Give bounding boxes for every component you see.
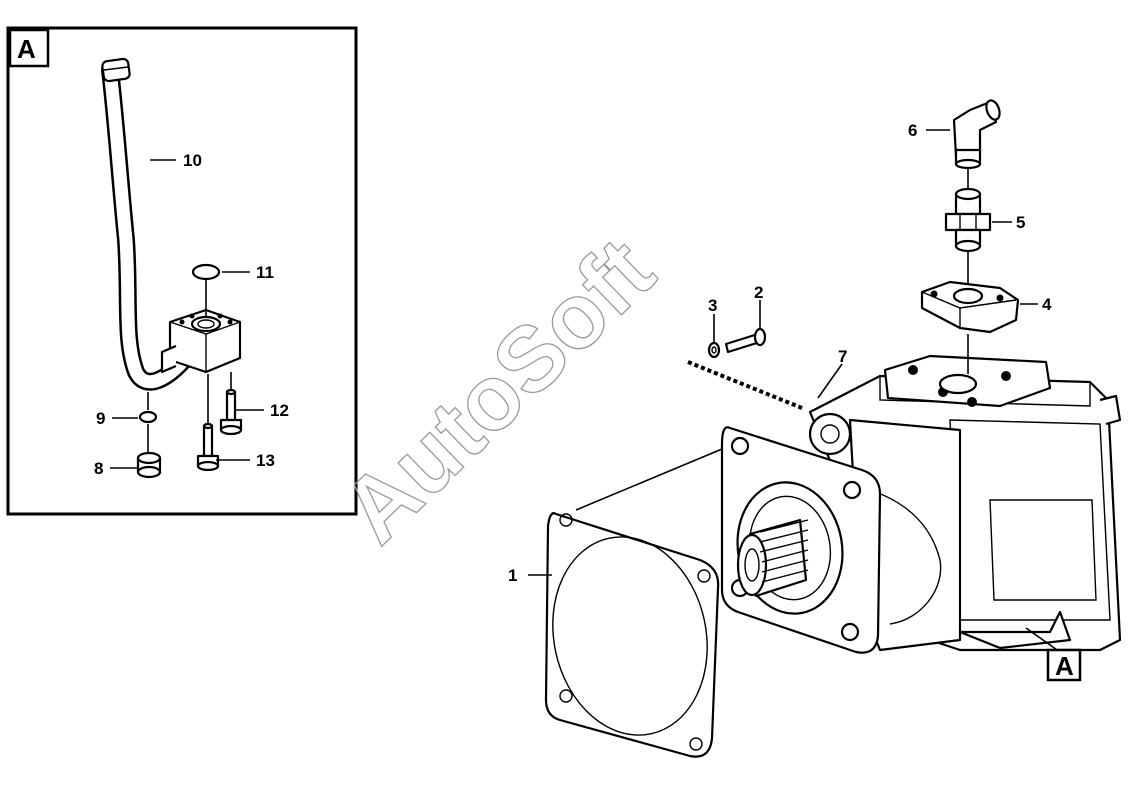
tube-part-10 [101,57,193,391]
mounting-path-dashed [687,360,803,410]
inset-tag-box [8,28,50,68]
callout-2: 2 [754,283,763,302]
flange-block-part [160,308,242,374]
callout-5: 5 [1016,213,1025,232]
callout-4: 4 [1042,295,1052,314]
main-tag: A [1055,651,1074,681]
callout-9: 9 [96,409,105,428]
callout-1: 1 [508,566,517,585]
washer-part-3 [707,341,721,359]
callout-7: 7 [838,347,847,366]
callout-3: 3 [708,296,717,315]
callout-10: 10 [183,151,202,170]
inset-frame [6,26,358,516]
main-tag-box [1046,648,1082,682]
adapter-part-5 [944,187,992,253]
watermark-text: AutoSoft [323,219,673,562]
inset-tag: A [17,34,36,64]
callout-13: 13 [256,451,275,470]
flange-part-4 [920,280,1020,334]
plug-part-8 [136,451,162,479]
gasket-part-1 [544,512,720,758]
callout-11: 11 [256,263,274,282]
gasket-alignment-line [575,443,735,511]
elbow-part-6 [952,99,1001,170]
callout-8: 8 [94,459,103,478]
callout-12: 12 [270,401,289,420]
bolt-part-2 [724,327,767,354]
pump-body-part-7 [720,354,1122,654]
inset-detail-a: A [6,26,358,516]
o-ring-part-11 [191,263,221,281]
callout-6: 6 [908,121,917,140]
bolt-part-13 [196,422,220,472]
o-ring-part-9 [138,410,158,424]
